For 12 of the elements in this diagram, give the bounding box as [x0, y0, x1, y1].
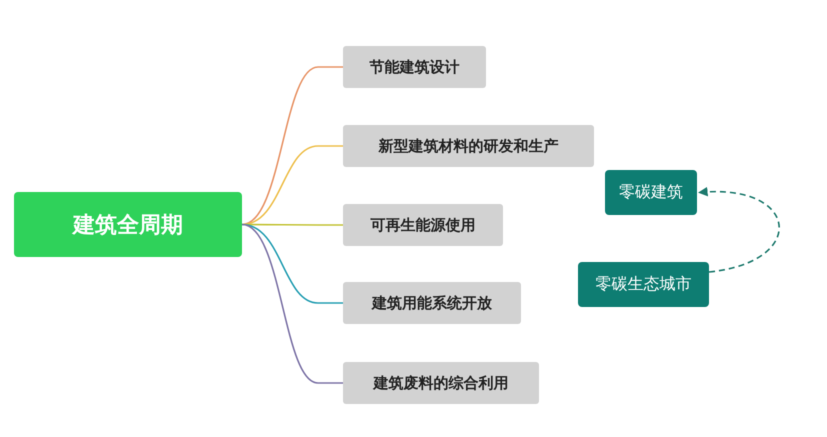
root-box: 建筑全周期 [14, 192, 242, 257]
connector-line [242, 224, 343, 226]
arrow [698, 187, 780, 273]
concept-box: 零碳建筑 [605, 170, 697, 215]
connector-line [242, 224, 343, 384]
topic-box: 建筑废料的综合利用 [343, 362, 539, 404]
concept-box: 零碳生态城市 [578, 262, 709, 307]
topic-box: 建筑用能系统开放 [343, 282, 521, 324]
topic-box: 节能建筑设计 [343, 46, 486, 88]
topic-box: 新型建筑材料的研发和生产 [343, 125, 594, 167]
connector-line [242, 224, 343, 304]
topic-box: 可再生能源使用 [343, 204, 503, 246]
